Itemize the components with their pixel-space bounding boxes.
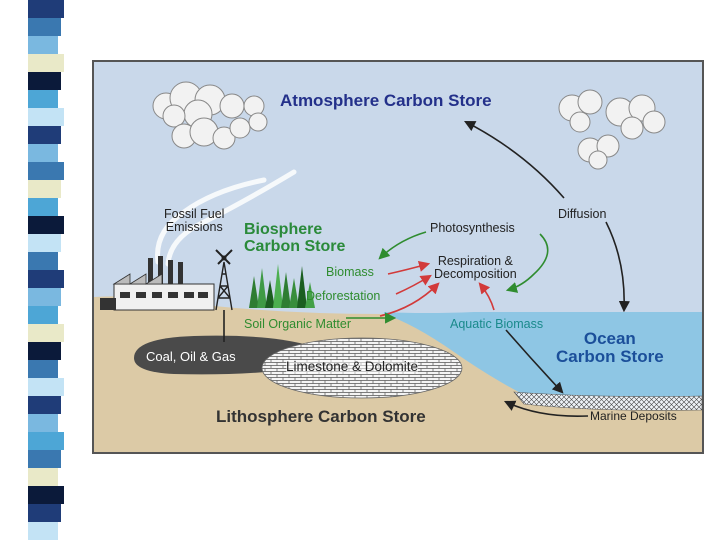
ocean-area [384, 312, 702, 402]
photosynthesis-label: Photosynthesis [430, 221, 515, 235]
stripe-block [28, 216, 64, 234]
fossil-fuel-line2: Emissions [165, 220, 223, 235]
stripe-block [28, 486, 64, 504]
stripe-block [28, 414, 58, 432]
stripe-block [28, 504, 61, 522]
stripe-block [28, 432, 64, 450]
soil-organic-matter-label: Soil Organic Matter [244, 317, 351, 331]
deforestation-arrow [395, 274, 432, 295]
stripe-block [28, 468, 58, 486]
stripe-block [28, 396, 61, 414]
diffusion-arrow-down [605, 221, 630, 313]
ocean-store-title: Ocean Carbon Store [556, 330, 664, 366]
stripe-block [28, 252, 58, 270]
tree-icon [297, 266, 307, 308]
stripe-block [28, 90, 58, 108]
stripe-block [28, 54, 64, 72]
respiration-line2: Decomposition [434, 267, 517, 282]
stripe-block [28, 18, 61, 36]
stripe-block [28, 378, 64, 396]
tree-icon [257, 268, 267, 308]
stripe-block [28, 198, 58, 216]
tree-icon [305, 282, 315, 308]
tree-icon [289, 278, 299, 308]
marine-deposits-layer [513, 391, 702, 411]
respiration-decomposition-label: Respiration & Decomposition [434, 254, 517, 282]
aquatic-biomass-label: Aquatic Biomass [450, 317, 544, 331]
fossil-fuel-emissions-label: Fossil Fuel Emissions [164, 207, 225, 235]
cloud-icon [152, 81, 268, 150]
stripe-block [28, 288, 61, 306]
marine-deposit-pointer [503, 400, 589, 418]
stripe-block [28, 72, 61, 90]
oil-derrick-icon [215, 249, 233, 342]
respiration-line1: Respiration & [437, 254, 513, 268]
biomass-respiration-arrow [387, 260, 431, 275]
stripe-block [28, 450, 61, 468]
coal-oil-gas-label: Coal, Oil & Gas [146, 349, 236, 364]
biosphere-title-line2: Carbon Store [244, 237, 346, 255]
photosynthesis-arrow [378, 231, 427, 260]
diagram-canvas [94, 62, 702, 452]
stripe-block [28, 234, 61, 252]
ocean-title-line2: Carbon Store [556, 346, 664, 366]
stripe-block [28, 306, 58, 324]
stripe-block [28, 180, 61, 198]
limestone-dolomite-label: Limestone & Dolomite [286, 359, 419, 375]
stripe-block [28, 36, 58, 54]
stripe-block [28, 162, 64, 180]
forest-icon [249, 264, 315, 308]
ocean-title-line1: Ocean [583, 329, 636, 348]
stripe-block [28, 342, 61, 360]
stripe-block [28, 360, 58, 378]
tree-icon [249, 276, 259, 308]
photosynthesis-ocean-arrow [505, 233, 549, 293]
biomass-label: Biomass [326, 265, 374, 279]
stripe-block [28, 324, 64, 342]
tree-icon [265, 280, 275, 308]
tree-icon [273, 264, 283, 308]
cloud-icon [558, 89, 666, 170]
fossil-fuel-line1: Fossil Fuel [164, 207, 225, 221]
lithosphere-store-title: Lithosphere Carbon Store [216, 407, 426, 426]
smoke-plume [155, 169, 297, 267]
diffusion-label: Diffusion [558, 207, 607, 221]
factory-icon [100, 256, 215, 311]
stripe-block [28, 270, 64, 288]
marine-deposits-label: Marine Deposits [590, 409, 677, 423]
stripe-block [28, 522, 58, 540]
stripe-block [28, 108, 64, 126]
stripe-block [28, 0, 64, 18]
decorative-stripe [28, 0, 64, 540]
stripe-block [28, 144, 58, 162]
diffusion-arrow-up [464, 120, 565, 199]
atmosphere-store-title: Atmosphere Carbon Store [280, 91, 492, 110]
biosphere-title-line1: Biosphere [244, 221, 323, 238]
marine-deposit-arrow [505, 329, 564, 394]
aquatic-respiration-arrow [478, 282, 495, 311]
carbon-cycle-diagram: Atmosphere Carbon Store Biosphere Carbon… [92, 60, 704, 454]
stripe-block [28, 126, 61, 144]
tree-icon [281, 272, 291, 308]
deforestation-label: Deforestation [306, 289, 381, 303]
biosphere-store-title: Biosphere Carbon Store [244, 221, 346, 256]
